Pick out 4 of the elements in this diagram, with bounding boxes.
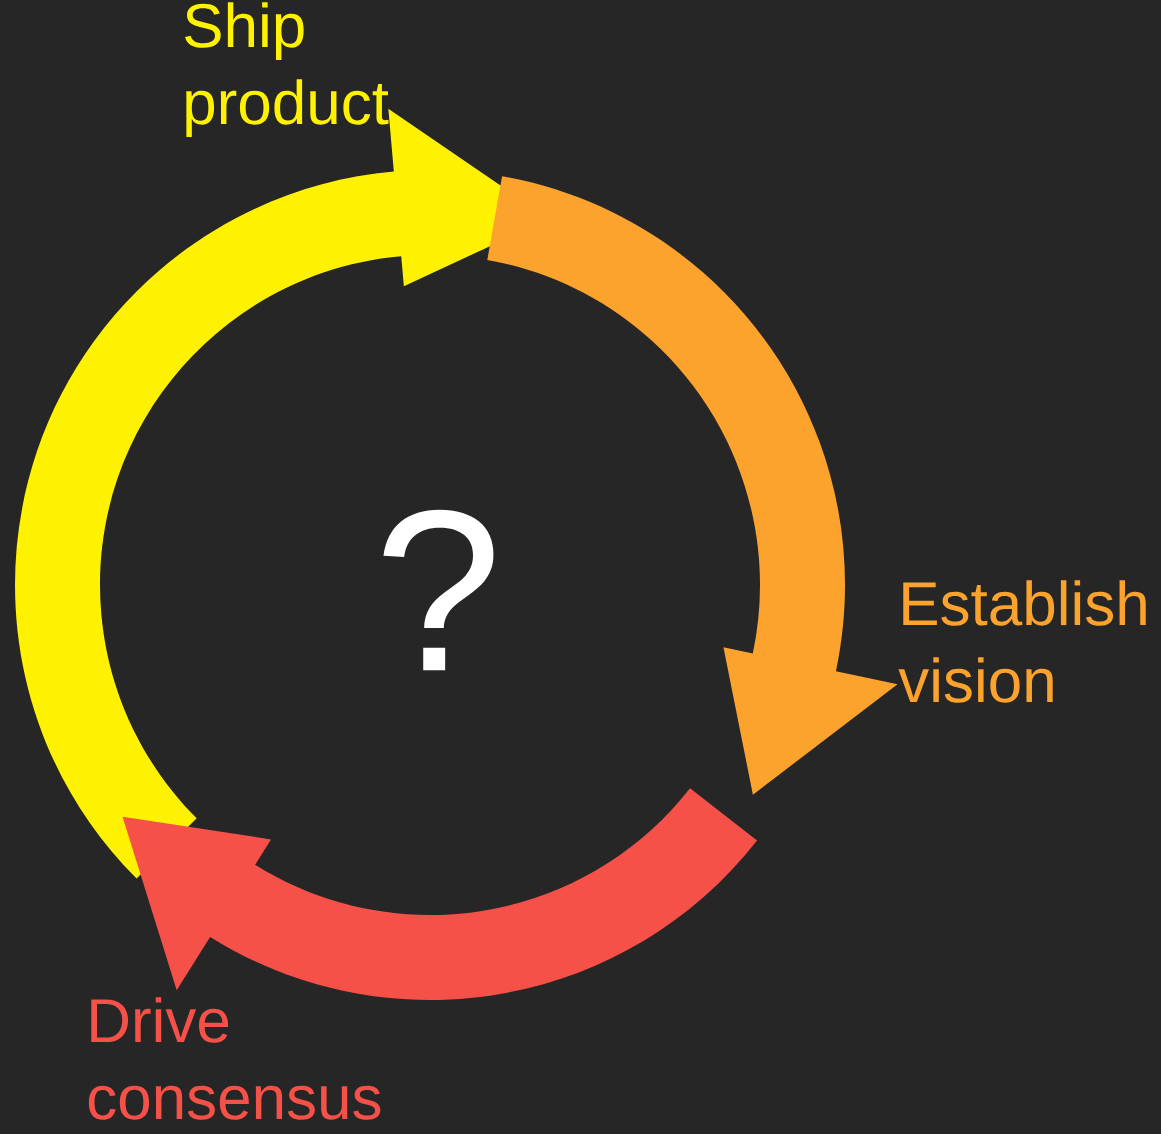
step-label: Drive consensus: [88, 997, 381, 1120]
step-label: Ship product: [185, 2, 389, 137]
step-label: Establish vision: [898, 580, 1146, 703]
question-mark: ?: [383, 509, 494, 671]
